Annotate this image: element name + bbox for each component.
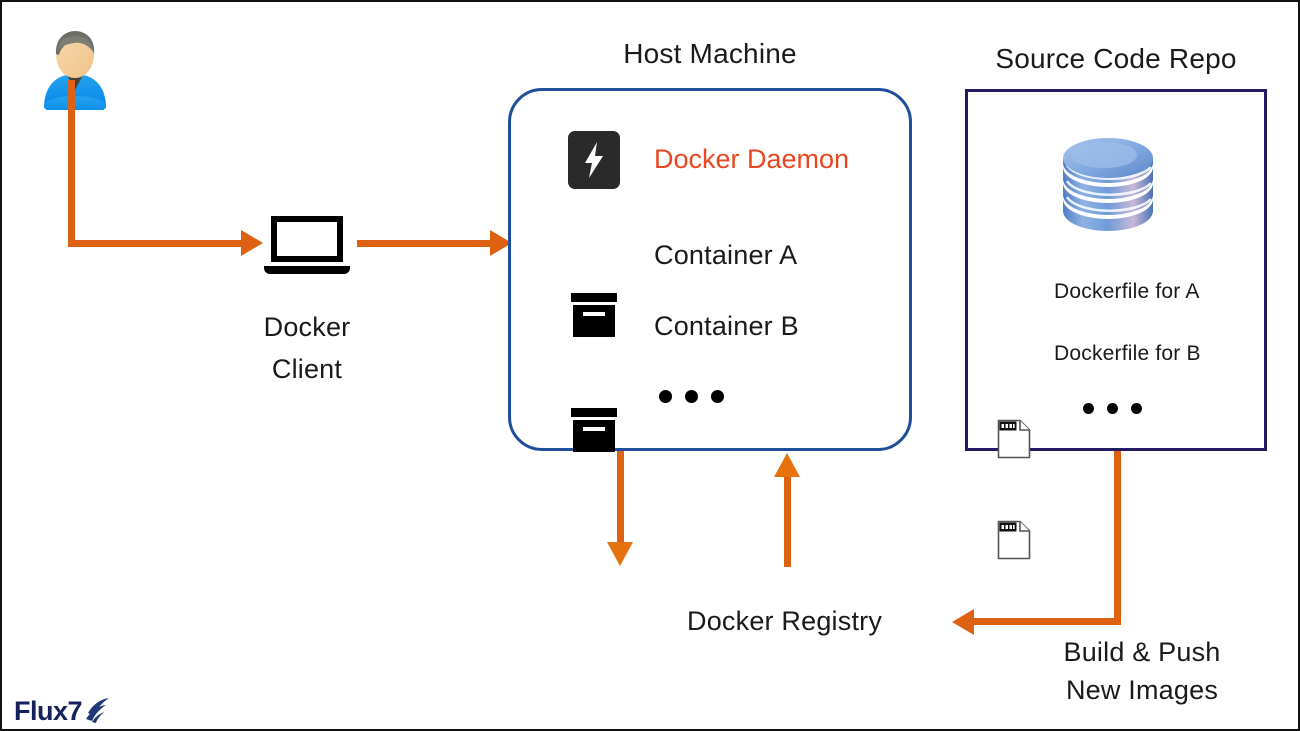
container-lid xyxy=(571,293,617,302)
container-body xyxy=(573,420,615,452)
connector-user-to-client-horizontal xyxy=(68,240,243,247)
connector-registry-to-host xyxy=(784,472,791,567)
connector-user-to-client-vertical xyxy=(68,80,75,246)
build-push-label-line2: New Images xyxy=(1065,675,1219,705)
dot xyxy=(659,390,672,403)
host-more-indicator xyxy=(659,390,724,403)
dot xyxy=(1131,403,1142,414)
repo-more-indicator xyxy=(1083,403,1142,414)
arrow-head-build-push xyxy=(952,609,974,635)
text-document-icon-a xyxy=(997,419,1031,459)
dot xyxy=(1083,403,1094,414)
container-b-label: Container B xyxy=(654,311,799,341)
docker-client-label-line2: Client xyxy=(271,354,343,384)
bolt-glyph xyxy=(585,142,603,178)
container-slot xyxy=(583,427,605,431)
docker-client-label-line1: Docker xyxy=(263,312,351,342)
laptop-screen xyxy=(271,216,343,262)
container-box-icon-b xyxy=(571,408,617,452)
container-slot xyxy=(583,312,605,316)
container-box-icon-a xyxy=(571,293,617,337)
docker-daemon-label: Docker Daemon xyxy=(654,144,850,174)
build-push-label-line1: Build & Push xyxy=(1063,637,1221,667)
laptop-icon xyxy=(264,216,350,276)
arrow-head-to-client xyxy=(241,230,263,256)
source-code-repo-box xyxy=(965,89,1267,451)
dot xyxy=(711,390,724,403)
host-machine-title: Host Machine xyxy=(623,38,797,69)
connector-client-to-host xyxy=(357,240,492,247)
database-cylinder-icon xyxy=(1057,137,1159,237)
dot xyxy=(1107,403,1118,414)
flux7-wordmark: Flux7 xyxy=(14,696,83,726)
dockerfile-a-label: Dockerfile for A xyxy=(1054,280,1200,303)
arrow-head-to-host xyxy=(490,230,512,256)
user-avatar-icon xyxy=(36,28,114,116)
docker-registry-label: Docker Registry xyxy=(687,606,883,636)
container-lid xyxy=(571,408,617,417)
lightning-bolt-icon xyxy=(568,131,620,189)
dockerfile-b-label: Dockerfile for B xyxy=(1054,342,1201,365)
text-document-icon-b xyxy=(997,520,1031,560)
connector-repo-build-vertical xyxy=(1114,451,1121,625)
flux7-logo: Flux7 xyxy=(14,695,114,728)
container-a-label: Container A xyxy=(654,240,798,270)
connector-host-to-registry xyxy=(617,451,624,549)
connector-repo-build-horizontal xyxy=(972,618,1121,625)
flux7-swoosh-icon xyxy=(84,695,114,728)
laptop-base xyxy=(264,266,350,274)
arrow-head-to-host-from-registry xyxy=(774,453,800,477)
dot xyxy=(685,390,698,403)
arrow-head-to-registry xyxy=(607,542,633,566)
source-code-repo-title: Source Code Repo xyxy=(995,43,1237,74)
container-body xyxy=(573,305,615,337)
